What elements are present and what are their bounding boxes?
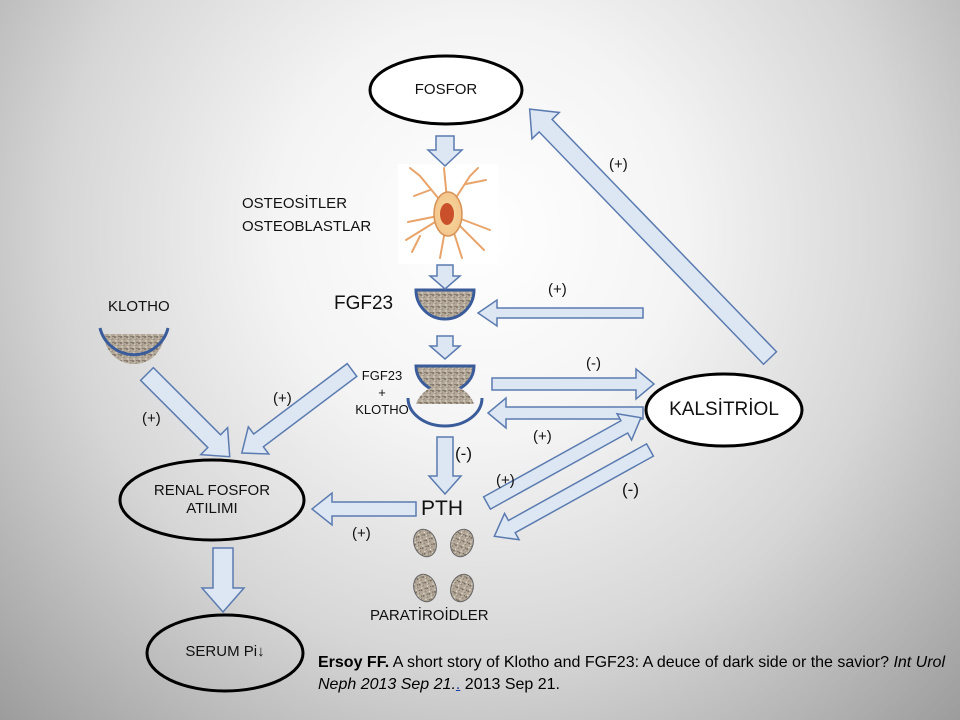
arrow-complex-pth [427,436,463,496]
sign-fosfor-kalsitriol: (+) [609,156,628,173]
renal-label: RENAL FOSFOR ATILIMI [154,482,270,518]
kalsitriol-label: KALSİTRİOL [669,399,779,420]
klotho-label: KLOTHO [108,298,170,315]
fgf23-klotho-complex-label: FGF23 + KLOTHO [355,367,408,418]
pth-label: PTH [421,497,463,520]
arrow-klotho-renal [139,366,231,458]
sign-kalsitriol-pth: (-) [622,480,639,499]
renal-node [118,458,306,542]
complex-fgf23-text: FGF23 [361,368,403,383]
arrow-fgf23-complex [427,335,463,360]
renal-label-line-1: RENAL FOSFOR [153,482,271,499]
osteoblastlar-label: OSTEOBLASTLAR [242,218,372,235]
serum-node [145,613,305,693]
sign-complex-kalsitriol: (-) [586,355,601,372]
sign-fgf23-pth: (-) [455,444,472,463]
reference-journal: Int Urol Neph 2013 Sep 21. [318,654,946,693]
arrow-renal-serum [200,547,246,614]
complex-klotho-text: KLOTHO [355,402,409,417]
osteositler-label: OSTEOSİTLER [242,195,348,212]
arrow-fosfor-osteocyte [426,135,464,168]
fgf23-klotho-complex [406,364,484,428]
arrow-pth-renal [310,491,417,527]
fosfor-label: FOSFOR [414,81,478,98]
arrow-kalsitriol-fgf23 [476,298,644,328]
arrow-pth-kalsitriol [482,412,642,511]
renal-label-line-2: ATILIMI [186,500,238,517]
klotho-receptor [98,327,170,364]
reference-citation: Ersoy FF. A short story of Klotho and FG… [318,652,948,696]
sign-complex-renal: (+) [273,390,292,407]
arrow-kalsitriol-fosfor [528,108,778,366]
sign-klotho-renal: (+) [142,410,161,427]
complex-plus-text: + [378,385,386,400]
fgf23-label: FGF23 [334,293,394,314]
arrow-kalsitriol-pth [493,442,655,541]
sign-pth-renal: (+) [352,525,371,542]
arrow-complex-kalsitriol [491,367,656,401]
sign-kalsitriol-fgf23: (+) [548,281,567,298]
parathyroid-glands [413,528,474,603]
osteocyte-image [398,164,498,264]
reference-title: A short story of Klotho and FGF23: A deu… [392,654,889,671]
arrow-complex-renal [240,362,358,455]
sign-pth-kalsitriol: (+) [496,472,515,489]
fosfor-node [368,54,524,126]
paratiroidler-label: PARATİROİDLER [370,607,489,624]
reference-link[interactable]: . [455,676,461,693]
fgf23-receptor [414,288,476,321]
kalsitriol-node [644,372,804,448]
reference-date: 2013 Sep 21. [460,676,560,693]
sign-kalsitriol-complex: (+) [533,428,552,445]
serum-label: SERUM Pi↓ [185,643,265,660]
reference-author: Ersoy FF. [318,654,390,671]
arrow-osteocyte-fgf23 [427,264,463,290]
